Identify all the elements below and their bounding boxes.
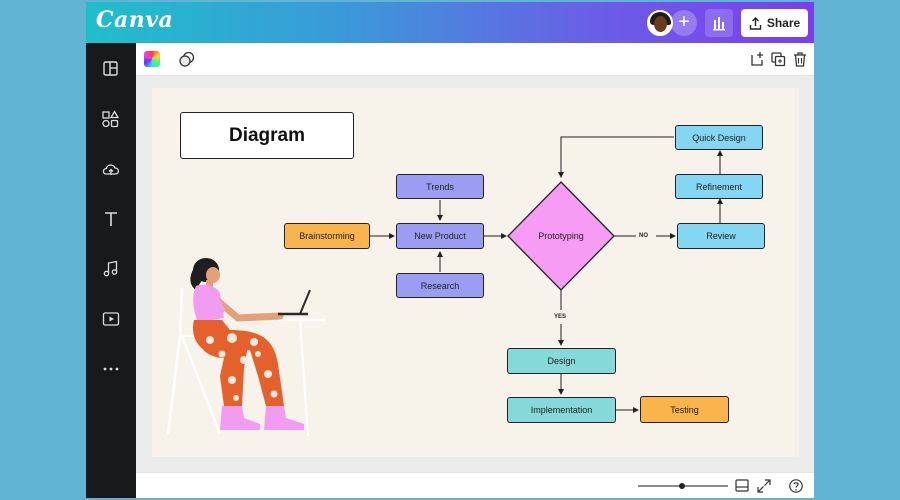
add-collaborator-button[interactable]: + xyxy=(671,10,697,36)
node-research[interactable]: Research xyxy=(396,273,484,298)
diagram-title[interactable]: Diagram xyxy=(180,112,354,159)
header-bar: Canva + Share xyxy=(86,2,814,43)
user-avatar[interactable] xyxy=(647,10,673,36)
pages-view-icon[interactable] xyxy=(734,478,750,494)
templates-icon[interactable] xyxy=(101,59,121,79)
more-icon[interactable] xyxy=(101,359,121,379)
fullscreen-icon[interactable] xyxy=(756,478,772,494)
edge-quickdesign-prototyping xyxy=(558,136,674,178)
video-icon[interactable] xyxy=(101,309,121,329)
upload-icon xyxy=(749,16,762,30)
add-page-icon[interactable] xyxy=(748,50,766,68)
prototyping-diamond xyxy=(507,181,615,291)
node-refinement[interactable]: Refinement xyxy=(675,174,763,199)
design-canvas[interactable]: Diagram Trends Brainstorming New Product… xyxy=(152,88,799,457)
audio-icon[interactable] xyxy=(101,259,121,279)
connector-layer xyxy=(370,136,723,413)
node-new-product[interactable]: New Product xyxy=(396,223,484,249)
person-laptop-illustration[interactable] xyxy=(160,256,360,456)
node-prototyping-label[interactable]: Prototyping xyxy=(538,231,584,241)
avatar-face xyxy=(654,16,667,32)
edge-label-yes: YES xyxy=(554,314,567,320)
style-transparency-icon[interactable] xyxy=(178,50,196,68)
node-design[interactable]: Design xyxy=(507,348,616,374)
text-icon[interactable] xyxy=(101,209,121,229)
elements-icon[interactable] xyxy=(101,109,121,129)
share-label: Share xyxy=(766,16,801,30)
bottom-bar xyxy=(136,472,814,498)
editor-toolbar xyxy=(136,43,814,76)
left-sidebar xyxy=(86,43,136,498)
zoom-slider[interactable] xyxy=(636,473,736,498)
insights-button[interactable] xyxy=(705,9,733,37)
node-review[interactable]: Review xyxy=(677,223,765,249)
node-brainstorming[interactable]: Brainstorming xyxy=(284,223,370,249)
node-implementation[interactable]: Implementation xyxy=(507,397,616,423)
color-picker-swatch[interactable] xyxy=(144,51,160,67)
node-testing[interactable]: Testing xyxy=(640,396,729,423)
edge-label-no: NO xyxy=(639,233,648,239)
upload-cloud-icon[interactable] xyxy=(101,159,121,179)
canva-editor-window: Canva + Share xyxy=(86,2,814,498)
duplicate-icon[interactable] xyxy=(769,50,787,68)
node-quick-design[interactable]: Quick Design xyxy=(675,125,763,150)
node-trends[interactable]: Trends xyxy=(396,174,484,199)
canva-logo[interactable]: Canva xyxy=(96,7,174,33)
share-button[interactable]: Share xyxy=(741,9,808,37)
help-icon[interactable] xyxy=(788,478,804,494)
trash-icon[interactable] xyxy=(791,50,809,68)
bar-chart-icon xyxy=(713,17,725,31)
